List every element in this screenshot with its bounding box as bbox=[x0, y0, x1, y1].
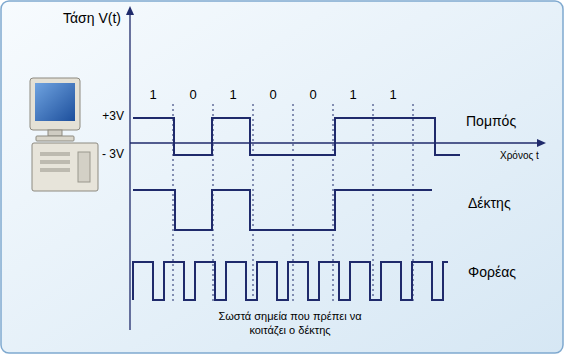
signal-name: Φορέας bbox=[468, 264, 516, 280]
axis-arrowhead bbox=[537, 139, 546, 147]
bit-value: 1 bbox=[229, 88, 236, 103]
axis-arrowhead bbox=[126, 6, 134, 15]
bit-value: 1 bbox=[149, 88, 156, 103]
computer-icon bbox=[30, 78, 98, 191]
bit-boundaries bbox=[173, 104, 413, 303]
bit-value: 0 bbox=[269, 88, 276, 103]
signal-name: Δέκτης bbox=[468, 195, 511, 211]
waveforms bbox=[133, 118, 460, 300]
bit-value: 1 bbox=[389, 88, 396, 103]
axis-label: Τάση V(t) bbox=[63, 10, 121, 26]
voltage-level: - 3V bbox=[102, 148, 124, 162]
axis-label: Χρόνος t bbox=[500, 150, 539, 162]
bit-value: 1 bbox=[349, 88, 356, 103]
signal-name: Πομπός bbox=[466, 113, 516, 129]
bit-value: 0 bbox=[189, 88, 196, 103]
caption-note: Σωστά σημεία που πρέπει να κοιτάζει ο δέ… bbox=[215, 309, 365, 338]
axes bbox=[130, 12, 540, 330]
bit-value: 0 bbox=[309, 88, 316, 103]
voltage-level: +3V bbox=[102, 110, 124, 124]
